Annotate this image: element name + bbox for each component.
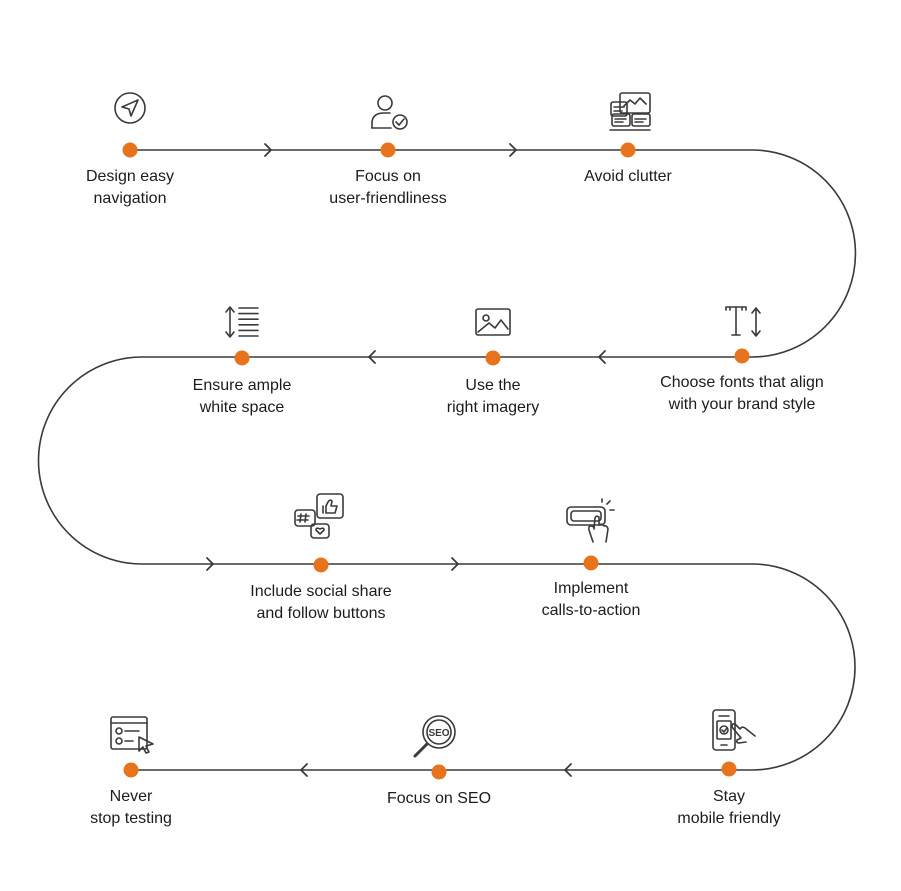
direction-chevron-icon — [368, 350, 376, 364]
direction-chevron-icon — [264, 143, 272, 157]
step-label-line: Stay — [712, 788, 745, 805]
step-marker-dot — [313, 557, 329, 573]
step-label-choose-fonts: Choose fonts that align with your brand s… — [660, 372, 824, 416]
text-size-icon — [725, 306, 761, 337]
step-label-line: Avoid clutter — [584, 168, 672, 185]
step-marker-dot — [583, 555, 599, 571]
step-label-line: Focus on SEO — [386, 790, 492, 807]
step-label-line: Ensure ample — [192, 377, 292, 394]
direction-chevron-icon — [564, 763, 572, 777]
cta-button-click-icon — [566, 498, 615, 543]
step-marker-dot — [485, 350, 501, 366]
step-label-implement-calls-to-action: Implement calls-to-action — [542, 578, 641, 622]
direction-chevron-icon — [509, 143, 517, 157]
step-label-avoid-clutter: Avoid clutter — [584, 166, 672, 188]
direction-chevron-icon — [451, 557, 459, 571]
mobile-touch-icon — [712, 709, 756, 751]
step-label-line: Include social share — [250, 583, 392, 600]
step-label-line: calls-to-action — [541, 602, 641, 619]
step-marker-dot — [734, 348, 750, 364]
cluttered-screens-icon — [609, 92, 651, 131]
navigation-arrow-icon — [114, 92, 146, 124]
step-marker-dot — [431, 764, 447, 780]
user-check-icon — [371, 95, 408, 130]
step-label-focus-on-user-friendliness: Focus on user-friendliness — [329, 166, 446, 210]
step-label-line: user-friendliness — [329, 190, 447, 207]
direction-chevron-icon — [300, 763, 308, 777]
seo-magnifier-icon: SEO — [413, 715, 456, 758]
direction-chevron-icon — [206, 557, 214, 571]
step-label-line: navigation — [93, 190, 167, 207]
step-label-design-easy-navigation: Design easy navigation — [86, 166, 174, 210]
step-marker-dot — [122, 142, 138, 158]
image-icon — [475, 308, 511, 336]
roadmap-path — [37, 149, 857, 771]
step-label-line: mobile friendly — [677, 810, 781, 827]
step-label-line: stop testing — [90, 810, 172, 827]
step-label-line: Never — [109, 788, 153, 805]
step-label-line: white space — [199, 399, 285, 416]
step-marker-dot — [721, 761, 737, 777]
testing-checklist-icon — [110, 716, 154, 754]
step-label-never-stop-testing: Never stop testing — [90, 786, 172, 830]
step-label-ensure-ample-white-space: Ensure ample white space — [193, 375, 292, 419]
social-share-icon — [294, 493, 344, 539]
step-label-focus-on-seo: Focus on SEO — [387, 788, 491, 810]
direction-chevron-icon — [598, 350, 606, 364]
step-marker-dot — [380, 142, 396, 158]
step-label-line: right imagery — [446, 399, 540, 416]
step-label-stay-mobile-friendly: Stay mobile friendly — [677, 786, 780, 830]
step-marker-dot — [234, 350, 250, 366]
step-label-line: Use the — [465, 377, 521, 394]
step-label-use-the-right-imagery: Use the right imagery — [447, 375, 539, 419]
line-spacing-icon — [225, 306, 259, 338]
step-label-line: with your brand style — [668, 396, 816, 413]
step-label-line: Focus on — [355, 168, 421, 185]
seo-icon-text: SEO — [428, 728, 449, 739]
step-label-line: Implement — [553, 580, 629, 597]
step-label-include-social-share: Include social share and follow buttons — [250, 581, 391, 625]
step-marker-dot — [620, 142, 636, 158]
step-label-line: Choose fonts that align — [660, 374, 824, 391]
step-label-line: Design easy — [85, 168, 175, 185]
step-marker-dot — [123, 762, 139, 778]
step-label-line: and follow buttons — [256, 605, 386, 622]
